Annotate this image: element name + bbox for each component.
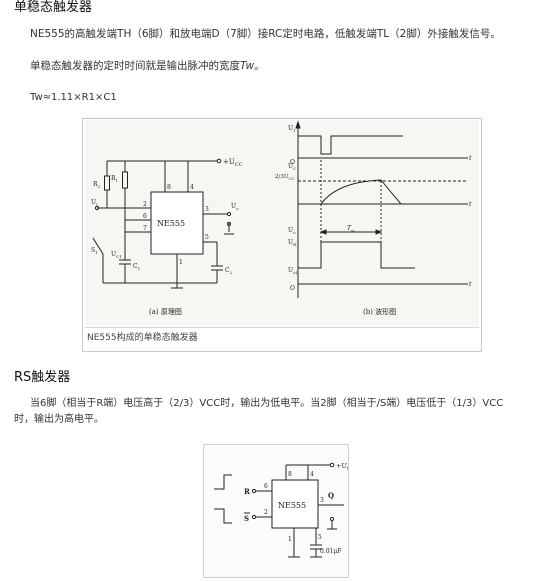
c2-label: C2 <box>225 267 233 275</box>
uc-t-label: t <box>469 201 472 208</box>
rs-pin5-label: 5 <box>318 534 322 541</box>
paragraph-rs-line1: 当6脚（相当于R端）电压高于（2/3）VCC时，输出为低电平。当2脚（相当于/S… <box>30 398 504 409</box>
origin-label-1: O <box>290 159 295 166</box>
r-input-label: R <box>244 487 250 496</box>
waveform-y-axis-arrow <box>295 120 301 129</box>
level-label: 2/3UCC <box>275 174 295 181</box>
monostable-figure: NE555 +UCC 8 4 R2 R1 UI 2 <box>82 118 482 352</box>
rs-pin6-label: 6 <box>264 483 268 490</box>
uo-ground-terminal <box>226 221 232 227</box>
rs-cap-label: 0.01μF <box>320 548 341 555</box>
pulse-icon-low <box>214 508 232 524</box>
rs-flipflop-figure: NE555 +UCC 8 4 R 6 S 2 3 Q 1 5 <box>203 444 354 578</box>
uh-label: UH <box>288 239 297 247</box>
paragraph-pulse-width: 单稳态触发器的定时时间就是输出脉冲的宽度Tw。 <box>30 58 265 74</box>
uc-label: UC <box>288 163 296 171</box>
pin5-label: 5 <box>205 234 209 241</box>
monostable-figure-caption: NE555构成的单稳态触发器 <box>85 327 479 348</box>
r1-resistor <box>122 171 128 189</box>
rs-pin3-label: 3 <box>320 497 324 504</box>
s1-label: S1 <box>91 247 98 255</box>
ul-label: UoL <box>288 267 298 275</box>
monostable-figure-image: NE555 +UCC 8 4 R2 R1 UI 2 <box>85 120 479 326</box>
uc1-label: UC1 <box>111 251 122 259</box>
u1-label: U1 <box>288 125 296 133</box>
section-title-rs-flipflop: RS触发器 <box>14 370 71 385</box>
uc-waveform <box>298 179 415 205</box>
rs-pin1-label: 1 <box>288 536 292 543</box>
pulse-width-text: 单稳态触发器的定时时间就是输出脉冲的宽度 <box>30 60 240 72</box>
schematic-caption: (a) 原理图 <box>149 308 182 316</box>
rs-pin8-label: 8 <box>288 471 292 478</box>
paragraph-rs-line2: 时，输出为高电平。 <box>14 414 104 425</box>
ne555-chip-box <box>150 191 204 255</box>
r2-label: R2 <box>93 181 101 189</box>
origin-label-3: O <box>290 285 295 292</box>
rs-pin4-label: 4 <box>310 471 314 478</box>
pin7-label: 7 <box>143 225 147 232</box>
pin8-label: 8 <box>167 184 171 191</box>
rs-vcc-terminal <box>329 462 335 468</box>
pulse-width-end: 。 <box>254 60 265 72</box>
uo-waveform <box>298 241 415 269</box>
pin3-label: 3 <box>205 206 209 213</box>
r1-label: R1 <box>111 175 118 183</box>
tw-arrow-right <box>375 229 383 235</box>
c1-label: C1 <box>133 263 140 271</box>
r2-resistor <box>104 175 110 191</box>
paragraph-monostable-description: NE555的高触发端TH（6脚）和放电端D（7脚）接RC定时电路，低触发端TL（… <box>30 28 501 40</box>
uo-terminal <box>226 211 232 217</box>
s-input-label: S <box>244 514 249 523</box>
r-input-terminal <box>251 488 257 494</box>
uo-t-label: t <box>469 281 472 288</box>
tw-arrow-left <box>319 229 327 235</box>
q-output-label: Q <box>328 491 334 500</box>
vcc-terminal <box>216 158 222 164</box>
pulse-icon-high <box>214 474 232 490</box>
section-title-monostable: 单稳态触发器 <box>14 0 93 15</box>
u1-t-label: t <box>469 155 472 162</box>
tw-label: Tw <box>347 225 355 233</box>
pulse-width-formula: Tw≈1.11×R1×C1 <box>30 92 117 103</box>
rs-ne555-chip-box <box>271 479 319 529</box>
u1-waveform <box>298 135 403 155</box>
ui-label: UI <box>91 199 98 207</box>
ui-terminal <box>94 205 100 211</box>
pin2-label: 2 <box>143 201 147 208</box>
pulse-width-variable: Tw <box>240 60 255 72</box>
uo-label: Uo <box>231 203 239 211</box>
uo-wave-label: Uo <box>288 227 296 235</box>
rs-flipflop-diagram: NE555 +UCC 8 4 R 6 S 2 3 Q 1 5 <box>214 462 354 558</box>
ne555-chip-label: NE555 <box>157 219 185 228</box>
vcc-label: +UCC <box>223 158 243 168</box>
q-output-terminal <box>329 516 335 522</box>
switch-s1[interactable] <box>92 237 104 255</box>
s-input-terminal <box>251 514 257 520</box>
pin4-label: 4 <box>190 184 194 191</box>
pin6-label: 6 <box>143 213 147 220</box>
pin1-label: 1 <box>179 259 183 266</box>
monostable-diagram: NE555 +UCC 8 4 R2 R1 UI 2 <box>91 120 472 316</box>
rs-ne555-label: NE555 <box>278 501 306 510</box>
waveform-caption: (b) 波形图 <box>363 307 396 316</box>
rs-pin2-label: 2 <box>264 509 268 516</box>
rs-vcc-label: +UCC <box>336 462 348 472</box>
